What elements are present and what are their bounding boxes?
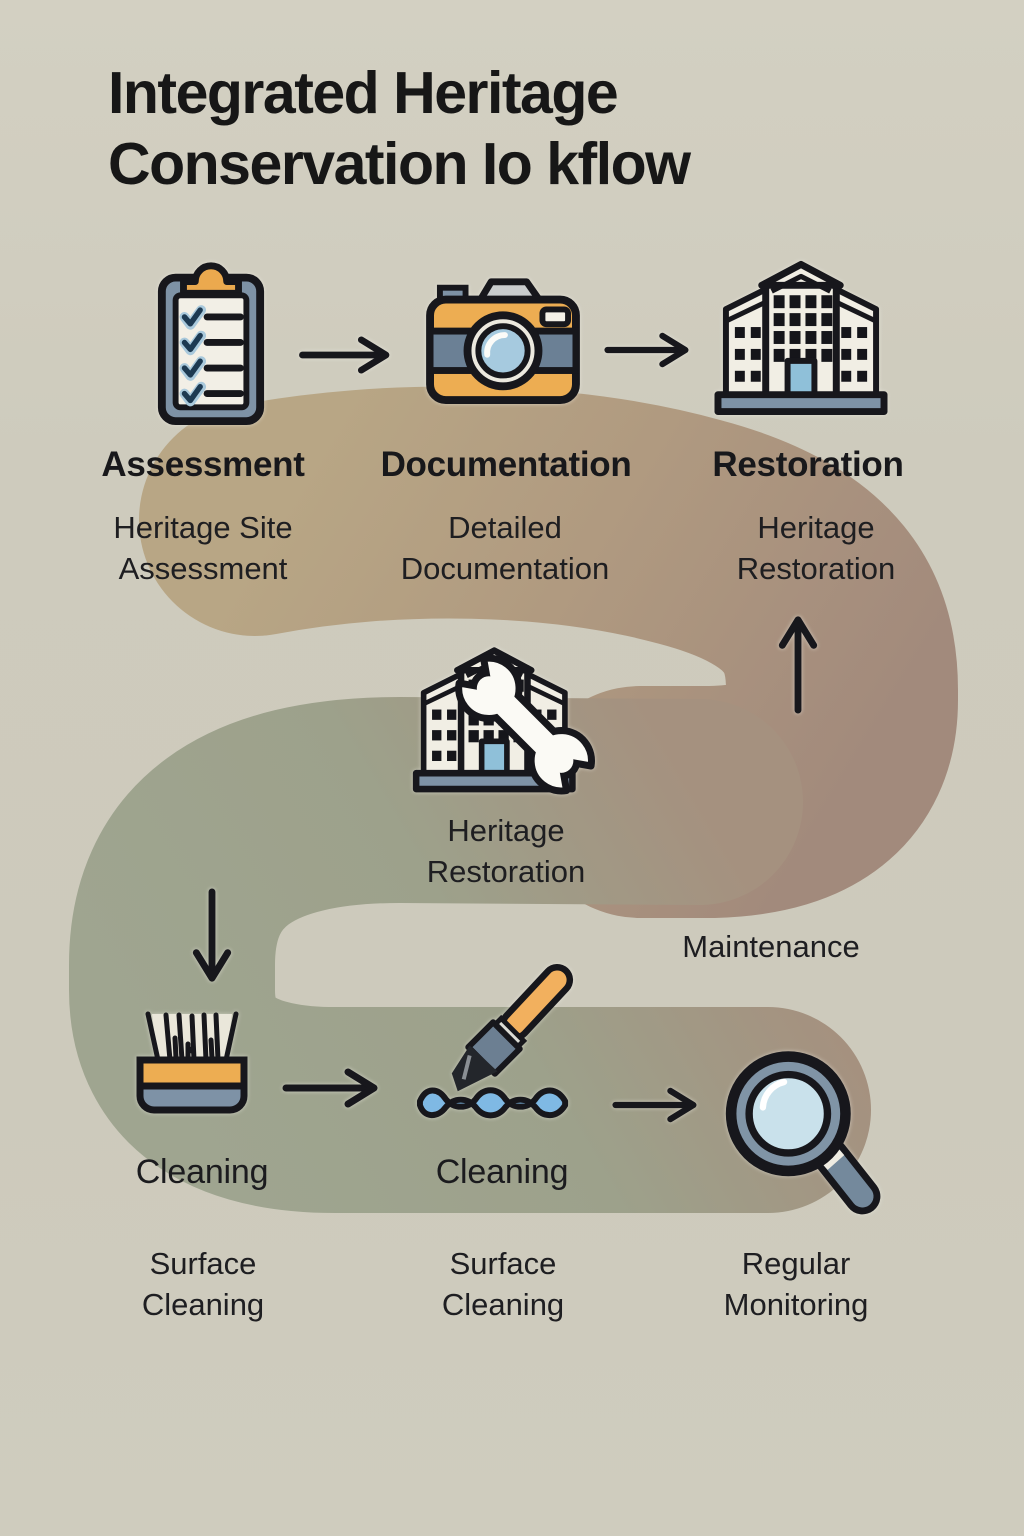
band-segment-left-bottom <box>69 697 871 1213</box>
magnifier-handle <box>819 1145 874 1208</box>
building-wrench-icon <box>410 636 612 802</box>
step-subtitle-assessment: Heritage Site Assessment <box>113 510 293 587</box>
brush-handle <box>505 970 567 1035</box>
page-title-line2: Conservation Io kflow <box>108 130 691 197</box>
step-subtitle-documentation: Detailed Documentation <box>400 510 610 587</box>
step-subtitle-regular-monitoring: Regular Monitoring <box>723 1246 869 1323</box>
page-title-line1: Integrated Heritage <box>108 60 619 126</box>
step-heading-restoration: Restoration <box>712 445 904 484</box>
camera-icon <box>424 268 582 406</box>
arrow-up-icon <box>778 612 818 714</box>
checklist-rows <box>179 305 244 407</box>
step-subtitle-surface-cleaning-2: Surface Cleaning <box>441 1246 565 1323</box>
water-waves <box>416 1087 569 1119</box>
brush-tip <box>451 1045 498 1092</box>
arrow-right-icon <box>282 1068 386 1108</box>
arrow-down-icon <box>192 888 232 986</box>
arrow-right-icon <box>604 332 696 368</box>
wrench <box>455 654 595 795</box>
cleaning-brush-icon <box>122 1002 262 1120</box>
page-title: Integrated Heritage Conservation Io kflo… <box>108 58 691 200</box>
arrow-right-icon <box>612 1086 704 1124</box>
step-heading-cleaning-2: Cleaning <box>435 1153 569 1191</box>
clipboard-checklist-icon <box>152 256 270 428</box>
magnifying-glass-icon <box>716 1046 886 1226</box>
arrow-right-icon <box>298 336 398 374</box>
brush-ferrule <box>465 1019 523 1077</box>
paintbrush-water-icon <box>412 956 586 1140</box>
heritage-building-icon <box>714 256 888 418</box>
middle-label-heritage-restoration: Heritage Restoration <box>426 813 586 890</box>
step-subtitle-restoration: Heritage Restoration <box>736 510 896 587</box>
step-heading-assessment: Assessment <box>101 445 305 484</box>
step-heading-documentation: Documentation <box>380 445 632 484</box>
brush-bristles <box>145 1011 239 1063</box>
camera-flash-window <box>539 306 572 328</box>
step-subtitle-surface-cleaning-1: Surface Cleaning <box>141 1246 265 1323</box>
band-segment-top-right <box>139 386 958 918</box>
magnifier-lens <box>745 1070 832 1157</box>
maintenance-label: Maintenance <box>682 929 860 964</box>
step-heading-cleaning-1: Cleaning <box>135 1153 269 1191</box>
